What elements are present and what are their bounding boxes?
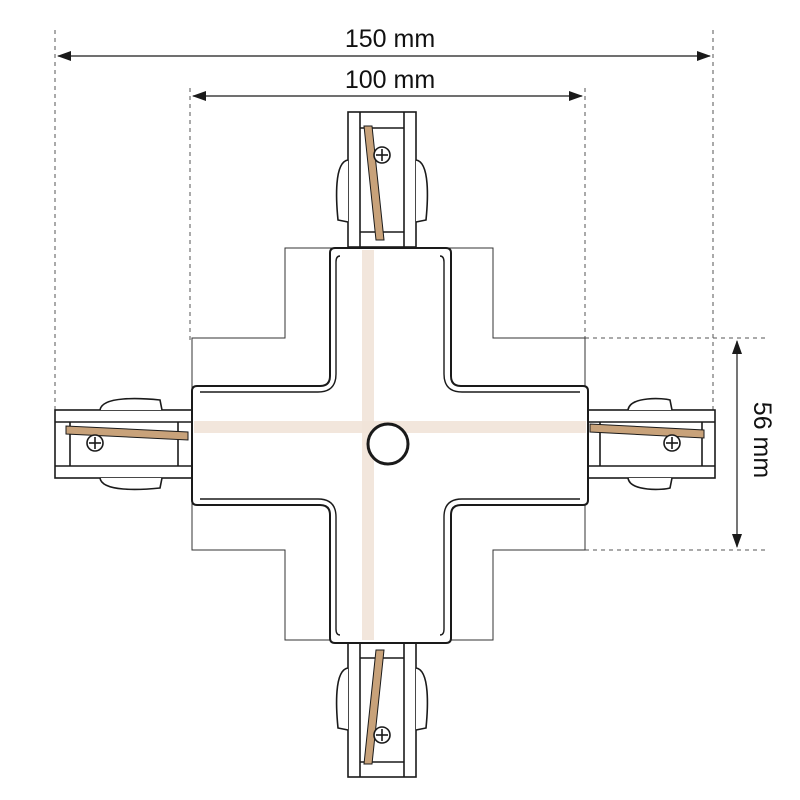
rail-right (584, 397, 716, 491)
extension-lines (54, 30, 765, 551)
copper-strip-left (65, 425, 189, 441)
screw-icon (663, 434, 681, 452)
screw-icon (373, 726, 391, 744)
center-hole (366, 422, 410, 466)
copper-strip-right (589, 423, 705, 439)
dimension-label-100: 100 mm (345, 66, 435, 94)
connector-body (191, 247, 589, 644)
copper-strip-bottom (363, 649, 385, 765)
screw-icon (373, 146, 391, 164)
rail-top (335, 111, 429, 248)
dimension-label-56: 56 mm (748, 402, 776, 478)
rail-left (54, 397, 193, 491)
screw-icon (86, 434, 104, 452)
backing-plate-outline (191, 247, 586, 641)
rail-bottom (335, 641, 429, 778)
copper-strip-top (363, 125, 385, 241)
dimension-arrows (57, 51, 742, 548)
dimension-label-150: 150 mm (345, 25, 435, 53)
